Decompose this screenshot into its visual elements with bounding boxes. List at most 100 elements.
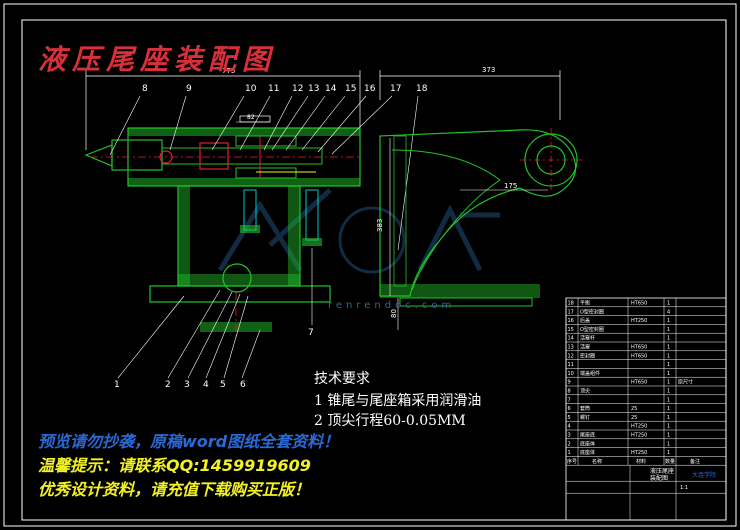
dim-inner: 175: [504, 182, 517, 190]
balloon-7: 7: [308, 328, 314, 338]
bom-cell-name: 底座体: [580, 449, 595, 456]
bom-cell-material: HT250: [631, 318, 647, 324]
balloon-9: 9: [186, 84, 192, 94]
bom-cell-no: 14: [568, 336, 574, 342]
bom-header-cell: 备注: [690, 458, 700, 465]
balloon-8: 8: [142, 84, 148, 94]
bom-cell-name: 端盖组件: [580, 370, 600, 377]
bom-cell-no: 15: [568, 327, 574, 333]
bom-cell-name: 尾座底: [580, 432, 595, 439]
balloon-12: 12: [292, 84, 304, 94]
bom-cell-no: 18: [568, 301, 574, 307]
bom-cell-no: 17: [568, 309, 574, 315]
bom-cell-no: 3: [568, 433, 571, 439]
bom-cell-no: 9: [568, 380, 571, 386]
balloon-17: 17: [390, 84, 402, 94]
balloon-5: 5: [220, 380, 226, 390]
bom-cell-no: 13: [568, 345, 574, 351]
bom-remark: 原尺寸: [678, 379, 693, 386]
bom-cell-no: 8: [568, 389, 571, 395]
dim-top-left: 775: [222, 67, 235, 75]
bom-cell-qty: 1: [667, 397, 670, 403]
side-view: 373 383 175 80: [376, 66, 584, 330]
bom-cell-name: 平衡: [580, 300, 590, 307]
promo-line-2: 温馨提示：请联系QQ:1459919609: [38, 456, 311, 475]
bom-cell-qty: 1: [667, 450, 670, 456]
bom-cell-qty: 1: [667, 327, 670, 333]
tech-req-line2: 2 顶尖行程60-0.05MM: [314, 413, 466, 429]
bom-cell-name: 密封圈: [580, 352, 595, 359]
balloon-13: 13: [308, 84, 320, 94]
bom-cell-qty: 1: [667, 336, 670, 342]
bom-cell-material: HT250: [631, 450, 647, 456]
bom-cell-material: HT650: [631, 301, 647, 307]
bom-cell-name: O型密封圈: [580, 326, 604, 333]
bom-cell-qty: 1: [667, 371, 670, 377]
bom-cell-material: HT650: [631, 353, 647, 359]
bom-cell-no: 4: [568, 424, 571, 430]
tech-req-heading: 技术要求: [314, 371, 370, 387]
bom-cell-name: 活塞杆: [580, 335, 595, 342]
balloon-11: 11: [268, 84, 280, 94]
bom-cell-qty: 1: [667, 353, 670, 359]
bom-cell-name: 螺钉: [580, 414, 590, 421]
drawing-name-2: 装配图: [650, 474, 668, 482]
bom-cell-material: HT650: [631, 345, 647, 351]
balloon-18: 18: [416, 84, 428, 94]
bom-header-cell: 材料: [636, 458, 646, 465]
bom-cell-qty: 1: [667, 433, 670, 439]
bom-cell-no: 11: [568, 362, 574, 368]
bom-cell-qty: 1: [667, 424, 670, 430]
bom-cell-name: 顶尖: [580, 388, 590, 395]
school-name: 大连学院: [692, 471, 716, 479]
bom-cell-name: 底座体: [580, 440, 595, 447]
bom-cell-no: 7: [568, 397, 571, 403]
bom-cell-qty: 1: [667, 406, 670, 412]
promo-line-3: 优秀设计资料，请充值下载购买正版！: [38, 480, 311, 499]
dim-small: 82: [247, 114, 255, 121]
balloon-6: 6: [240, 380, 246, 390]
bom-cell-material: 25: [631, 406, 637, 412]
bom-cell-no: 2: [568, 441, 571, 447]
bom-cell-qty: 1: [667, 415, 670, 421]
balloon-10: 10: [245, 84, 257, 94]
bom-cell-name: O型密封圈: [580, 308, 604, 315]
bom-cell-material: HT250: [631, 424, 647, 430]
bom-cell-no: 10: [568, 371, 574, 377]
bom-cell-qty: 4: [667, 309, 670, 315]
bom-cell-name: 后盖: [580, 317, 590, 324]
promo-line-1: 预览请勿抄袭，原稿word图纸全套资料！: [38, 432, 340, 451]
balloon-1: 1: [114, 380, 120, 390]
bom-cell-no: 6: [568, 406, 571, 412]
bom-header-cell: 序号: [567, 458, 577, 465]
bom-cell-qty: 1: [667, 441, 670, 447]
bom-cell-name: 套筒: [580, 405, 590, 412]
dim-vertical: 383: [376, 219, 384, 232]
bom-cell-no: 16: [568, 318, 574, 324]
balloon-15: 15: [345, 84, 357, 94]
bom-cell-name: 活塞: [580, 344, 590, 351]
bom-header-cell: 名称: [592, 458, 602, 465]
leader-lines: [109, 95, 419, 379]
bom-cell-qty: 1: [667, 318, 670, 324]
outer-frame: [3, 3, 737, 527]
balloon-4: 4: [203, 380, 209, 390]
bom-cell-no: 12: [568, 353, 574, 359]
dim-top-right: 373: [482, 66, 495, 74]
scale-value: 1:1: [680, 485, 688, 491]
bom-cell-no: 5: [568, 415, 571, 421]
watermark-logo: [217, 188, 500, 274]
bom-header-cell: 数量: [665, 458, 675, 465]
bom-cell-material: HT650: [631, 380, 647, 386]
bom-cell-material: HT250: [631, 433, 647, 439]
balloon-16: 16: [364, 84, 376, 94]
bom-cell-qty: 1: [667, 301, 670, 307]
watermark-text: renrendoc.com: [328, 300, 456, 311]
bom-cell-no: 1: [568, 450, 571, 456]
balloon-3: 3: [184, 380, 190, 390]
bom-cell-qty: 1: [667, 345, 670, 351]
balloon-2: 2: [165, 380, 171, 390]
balloon-14: 14: [325, 84, 337, 94]
